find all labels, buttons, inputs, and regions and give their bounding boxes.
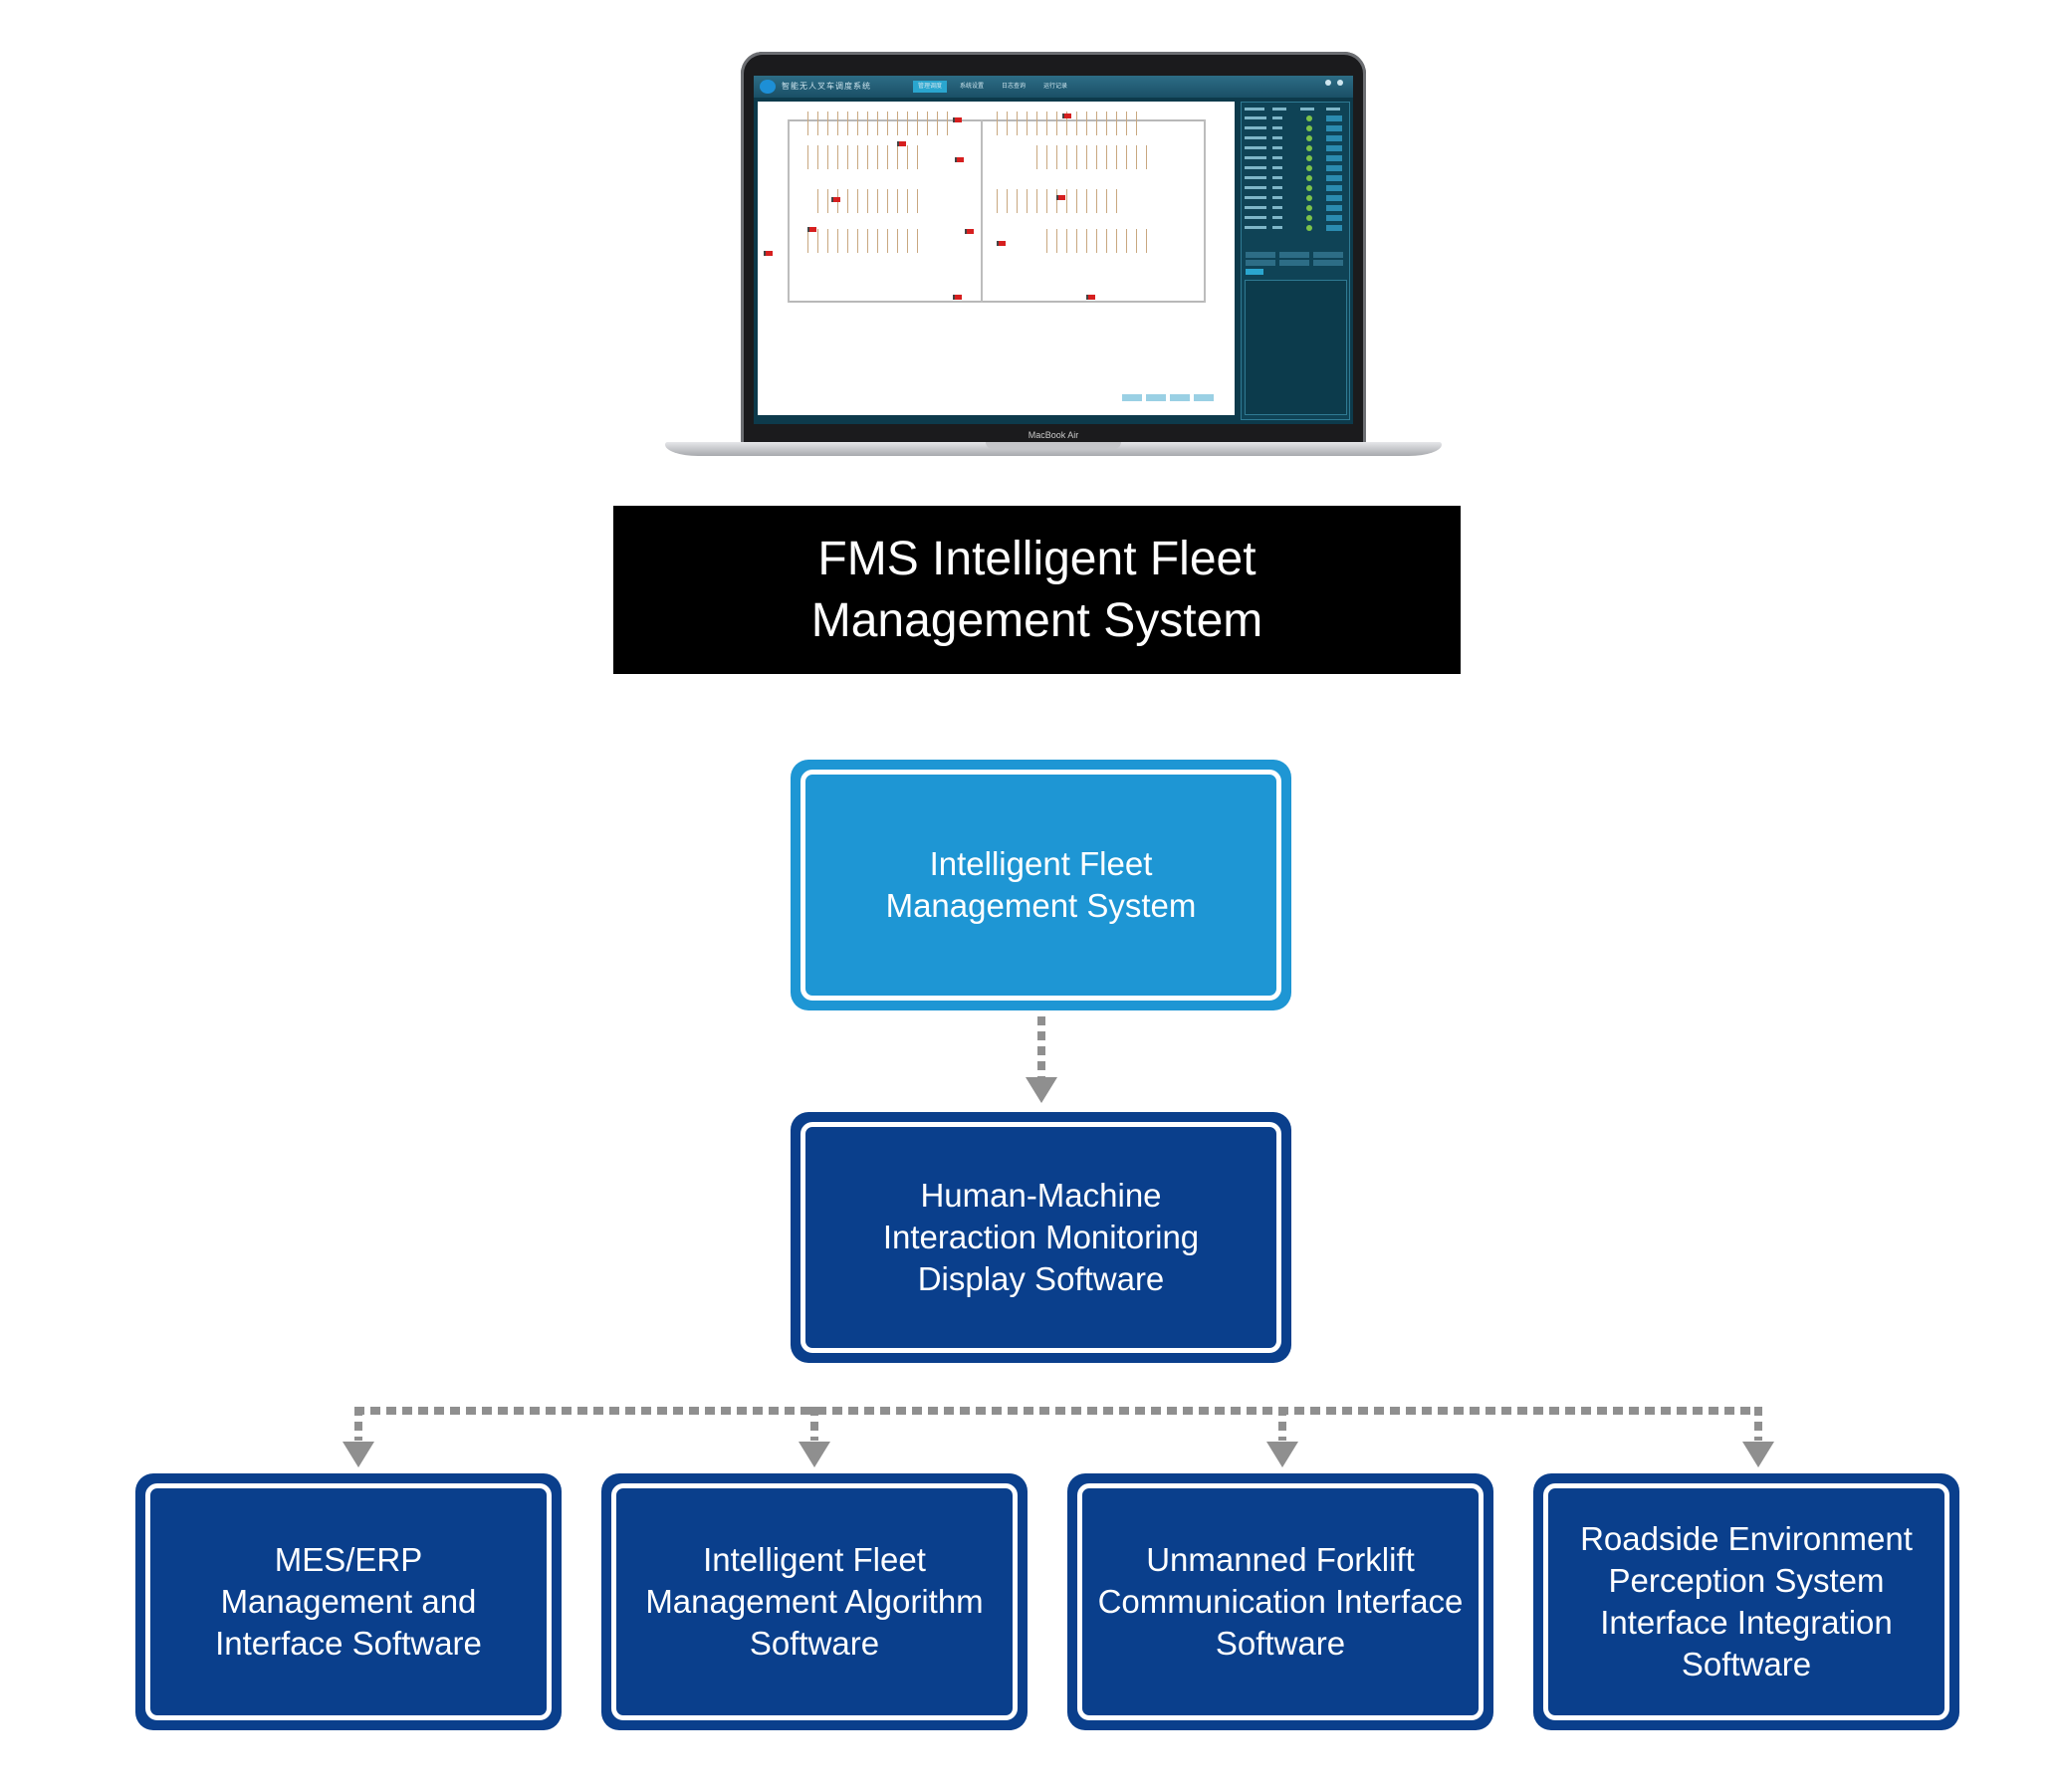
laptop-brand-label: MacBook Air [1028,430,1079,440]
control-button[interactable] [1279,252,1309,258]
connector-line [354,1407,362,1441]
forklift-marker-icon[interactable] [1086,295,1095,300]
row-action-button[interactable] [1326,155,1342,161]
forklift-marker-icon[interactable] [764,251,773,256]
row-action-button[interactable] [1326,185,1342,191]
connector-line [1278,1407,1286,1441]
control-button[interactable] [1279,260,1309,266]
forklift-marker-icon[interactable] [831,197,840,202]
app-tab[interactable]: 运行记录 [1042,84,1067,90]
app-tab[interactable]: 系统设置 [959,84,984,90]
map-toolbar-button[interactable] [1194,394,1214,401]
node-label: MES/ERP Management and Interface Softwar… [215,1541,482,1662]
fms-screen: 智能无人叉车调度系统 管理调度 系统设置 日志查询 运行记录 [754,76,1353,424]
forklift-marker-icon[interactable] [1062,113,1071,118]
branch-connector-line [354,1407,1762,1415]
node-label: Roadside Environment Perception System I… [1580,1520,1913,1682]
map-toolbar-button[interactable] [1170,394,1190,401]
node-inner-frame [1077,1483,1484,1720]
row-action-button[interactable] [1326,135,1342,141]
node-label: Intelligent Fleet Management Algorithm S… [645,1541,984,1662]
warehouse-map [758,102,1235,415]
forklift-marker-icon[interactable] [997,241,1006,246]
row-action-button[interactable] [1326,165,1342,171]
row-action-button[interactable] [1326,175,1342,181]
node-inner-frame [611,1483,1018,1720]
laptop-illustration: 智能无人叉车调度系统 管理调度 系统设置 日志查询 运行记录 [665,52,1442,470]
node-inner-frame [145,1483,552,1720]
control-button[interactable] [1246,260,1275,266]
row-action-button[interactable] [1326,195,1342,201]
node-inner-frame [800,1122,1281,1353]
arrow-down-icon [799,1442,830,1467]
app-logo-icon [760,80,776,94]
forklift-marker-icon[interactable] [965,229,974,234]
fleet-algorithm-software-node: Intelligent Fleet Management Algorithm S… [601,1473,1028,1730]
forklift-marker-icon[interactable] [1056,195,1065,200]
laptop-notch [986,442,1121,449]
map-toolbar-button[interactable] [1146,394,1166,401]
connector-line [1754,1407,1762,1441]
node-inner-frame [1543,1483,1949,1720]
connector-line [1037,1016,1045,1078]
control-button[interactable] [1313,252,1343,258]
title-band: FMS Intelligent Fleet Management System [613,506,1461,674]
arrow-down-icon [1026,1077,1057,1103]
forklift-communication-software-node: Unmanned Forklift Communication Interfac… [1067,1473,1493,1730]
roadside-perception-integration-software-node: Roadside Environment Perception System I… [1533,1473,1959,1730]
forklift-status-panel [1241,102,1350,420]
laptop-base [665,442,1442,456]
map-toolbar-button[interactable] [1122,394,1142,401]
arrow-down-icon [343,1442,374,1467]
node-label: Intelligent Fleet Management System [885,845,1197,924]
node-label: Unmanned Forklift Communication Interfac… [1097,1541,1464,1662]
forklift-marker-icon[interactable] [897,141,906,146]
diagram-title: FMS Intelligent Fleet Management System [810,532,1263,647]
app-tab[interactable]: 日志查询 [1001,84,1026,90]
node-inner-frame [800,770,1281,1001]
app-tab[interactable]: 管理调度 [913,81,947,93]
arrow-down-icon [1266,1442,1298,1467]
row-action-button[interactable] [1326,125,1342,131]
row-action-button[interactable] [1326,145,1342,151]
app-name: 智能无人叉车调度系统 [782,82,871,91]
forklift-marker-icon[interactable] [953,117,962,122]
close-icon[interactable] [1337,80,1343,86]
log-panel [1245,280,1347,415]
node-label: Human-Machine Interaction Monitoring Dis… [882,1177,1200,1297]
minimize-icon[interactable] [1325,80,1331,86]
app-title-bar: 智能无人叉车调度系统 管理调度 系统设置 日志查询 运行记录 [754,76,1353,98]
intelligent-fleet-management-system-node: Intelligent Fleet Management System [791,760,1291,1010]
row-action-button[interactable] [1326,215,1342,221]
connector-line [810,1407,818,1441]
forklift-marker-icon[interactable] [807,227,816,232]
control-button[interactable] [1246,252,1275,258]
forklift-marker-icon[interactable] [955,157,964,162]
mes-erp-interface-software-node: MES/ERP Management and Interface Softwar… [135,1473,562,1730]
control-button[interactable] [1246,269,1263,275]
hmi-monitoring-software-node: Human-Machine Interaction Monitoring Dis… [791,1112,1291,1363]
row-action-button[interactable] [1326,205,1342,211]
row-action-button[interactable] [1326,115,1342,121]
control-button[interactable] [1313,260,1343,266]
row-action-button[interactable] [1326,225,1342,231]
forklift-marker-icon[interactable] [953,295,962,300]
arrow-down-icon [1742,1442,1774,1467]
